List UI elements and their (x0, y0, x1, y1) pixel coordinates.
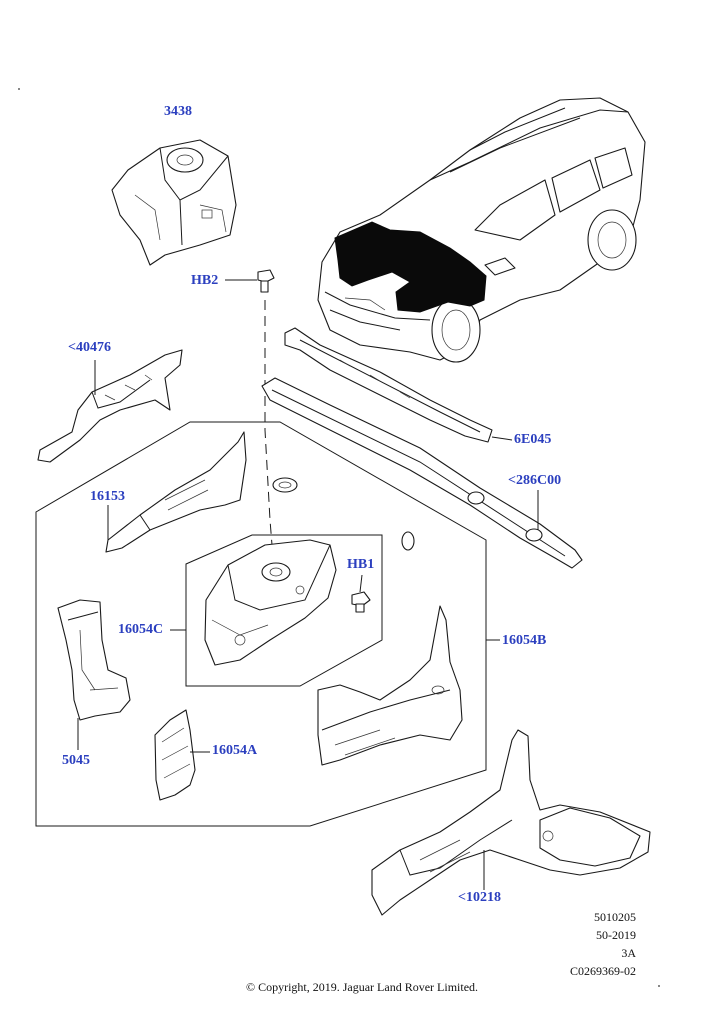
callout-16054a[interactable]: 16054A (212, 743, 258, 758)
callout-16153[interactable]: 16153 (90, 489, 125, 504)
callout-5045[interactable]: 5045 (62, 753, 90, 768)
part-5045[interactable] (57, 599, 131, 750)
part-16054c[interactable] (204, 539, 337, 666)
part-6e045[interactable] (284, 327, 513, 443)
callout-6e045[interactable]: 6E045 (514, 432, 552, 447)
part-16054a[interactable] (154, 709, 210, 801)
leader-hb1 (359, 574, 363, 593)
callout-16054b[interactable]: 16054B (502, 633, 547, 648)
part-286c00[interactable] (261, 377, 583, 569)
callout-hb1[interactable]: HB1 (347, 557, 375, 572)
assembly-outline-16054c (185, 534, 383, 687)
grommet[interactable] (272, 477, 298, 493)
ref-line-4: C0269369-02 (570, 964, 636, 978)
part-16054b[interactable] (317, 605, 463, 766)
assembly-outline-16054b (35, 421, 487, 827)
callout-3438[interactable]: 3438 (164, 104, 192, 119)
ref-line-2: 50-2019 (596, 928, 636, 942)
callout-286c00[interactable]: <286C00 (508, 473, 562, 488)
ref-line-1: 5010205 (594, 910, 636, 924)
part-16153[interactable] (105, 431, 247, 553)
leader-6e045 (491, 436, 513, 441)
callout-40476[interactable]: <40476 (68, 340, 111, 355)
part-10218[interactable] (371, 729, 651, 916)
ref-line-3: 3A (621, 946, 636, 960)
clip-ring[interactable] (401, 531, 415, 551)
vehicle-illustration (317, 97, 646, 363)
corner-mark-top-left (18, 88, 20, 90)
callout-16054c[interactable]: 16054C (118, 622, 164, 637)
corner-mark-bottom-right (658, 985, 660, 987)
part-40476[interactable] (37, 349, 183, 463)
bolt-hb1[interactable] (351, 574, 371, 613)
callout-hb2[interactable]: HB2 (191, 273, 219, 288)
callout-10218[interactable]: <10218 (458, 890, 501, 905)
bolt-hb2[interactable] (257, 269, 275, 293)
assembly-line (264, 300, 275, 571)
copyright-notice: © Copyright, 2019. Jaguar Land Rover Lim… (245, 980, 479, 994)
part-3438[interactable] (111, 139, 237, 266)
